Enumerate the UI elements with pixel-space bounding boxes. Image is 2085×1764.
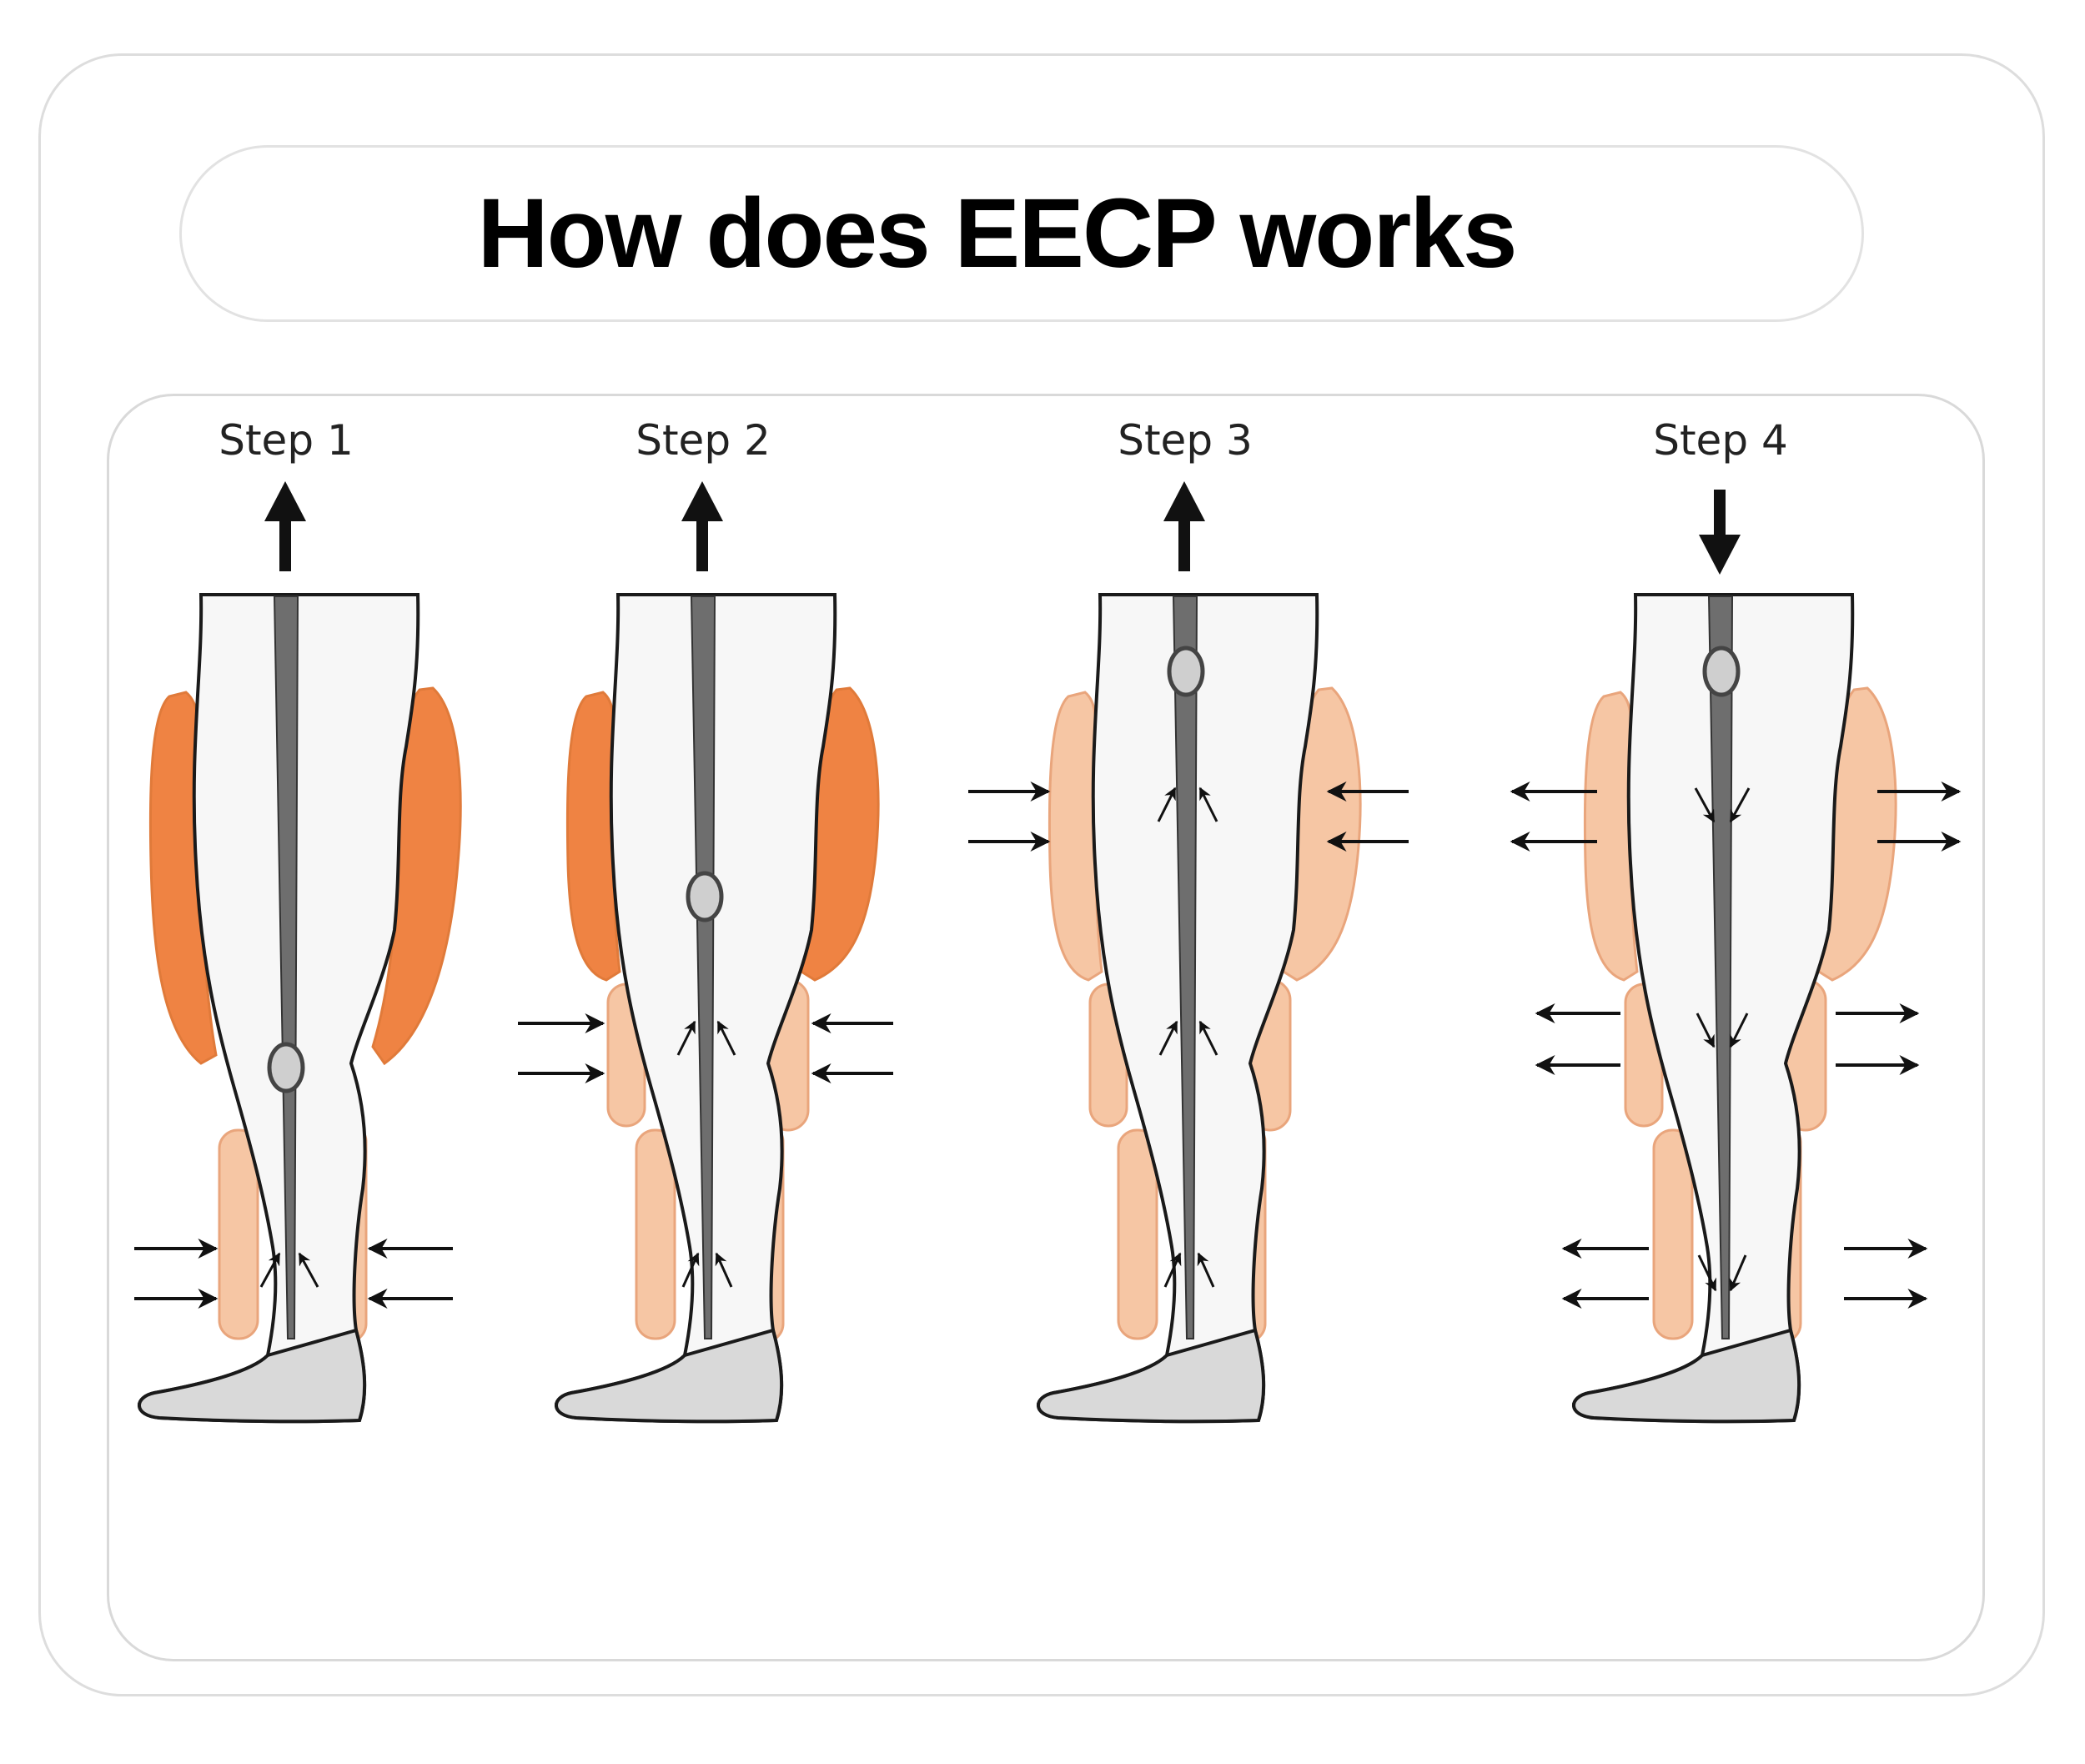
step-4-panel: Step 4 — [1510, 416, 1962, 1424]
step-3-panel: Step 3 — [968, 416, 1409, 1424]
step-2-flow-up-arrow-icon — [681, 481, 723, 571]
step-1-flow-up-arrow-icon — [264, 481, 306, 571]
step-1-label: Step 1 — [219, 416, 354, 465]
step-1-calf-cuff-back — [218, 1128, 259, 1340]
step-4-calf-cuff-back — [1652, 1128, 1694, 1340]
step-3-flow-up-arrow-icon — [1163, 481, 1205, 571]
step-1-blood-bolus — [267, 1042, 305, 1093]
step-2-panel: Step 2 — [518, 416, 893, 1424]
step-4-label: Step 4 — [1653, 416, 1788, 465]
step-4-flow-down-arrow-icon — [1699, 490, 1741, 575]
step-3-calf-cuff-back — [1117, 1128, 1158, 1340]
step-4-blood-bolus — [1702, 646, 1741, 697]
step-3-artery — [1172, 596, 1198, 1339]
step-2-artery — [690, 596, 716, 1339]
title-pill: How does EECP works — [179, 145, 1864, 322]
step-2-calf-cuff-back — [635, 1128, 676, 1340]
step-3-label: Step 3 — [1118, 416, 1253, 465]
step-1-panel: Step 1 — [134, 416, 462, 1424]
eecp-diagram: Step 1 — [134, 416, 1962, 1424]
step-4-artery — [1707, 596, 1734, 1339]
page-title: How does EECP works — [477, 178, 1517, 289]
step-3-blood-bolus — [1167, 646, 1205, 697]
step-2-label: Step 2 — [636, 416, 771, 465]
step-2-blood-bolus — [686, 871, 724, 922]
diagram-card: Step 1 — [107, 394, 1985, 1661]
